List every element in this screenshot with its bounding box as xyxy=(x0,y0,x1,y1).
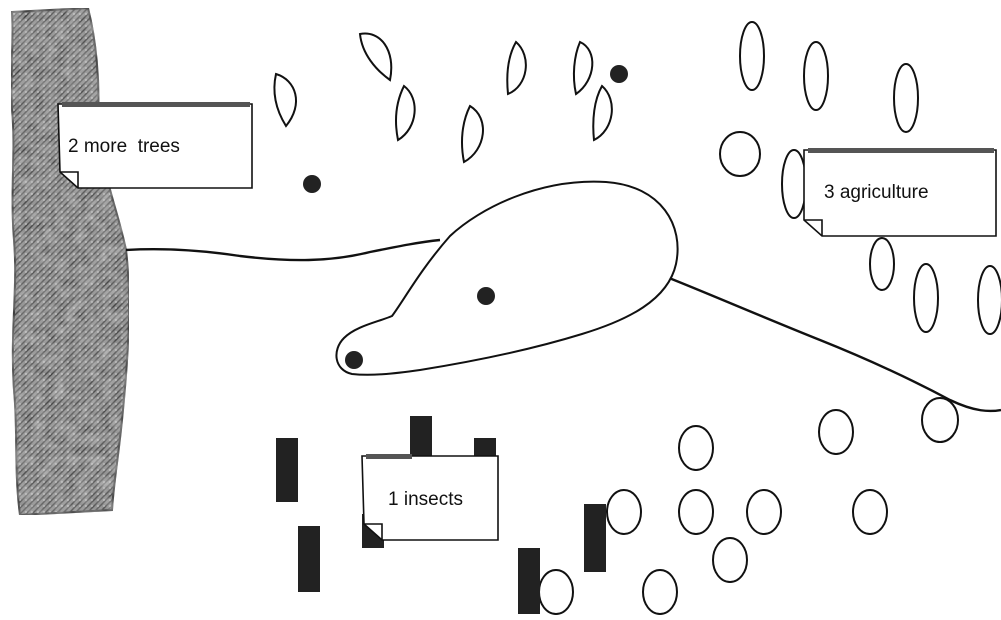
note-trees: 2 more trees xyxy=(58,102,252,188)
circle-marker xyxy=(747,490,781,534)
note-label-agriculture: 3 agriculture xyxy=(824,182,929,203)
leaf-icon xyxy=(360,33,391,80)
crop-oval xyxy=(870,238,894,290)
note-label-trees: 2 more trees xyxy=(68,136,180,157)
circle-marker xyxy=(679,490,713,534)
point-marker xyxy=(610,65,628,83)
crop-oval xyxy=(914,264,938,332)
note-label-insects: 1 insects xyxy=(388,489,463,510)
stream-line-right xyxy=(664,276,1001,411)
dark-bar xyxy=(276,438,298,502)
circle-marker xyxy=(643,570,677,614)
dark-bar xyxy=(518,548,540,614)
stream-line xyxy=(126,240,440,260)
crop-oval xyxy=(894,64,918,132)
tree-trunk xyxy=(11,8,129,515)
point-marker xyxy=(477,287,495,305)
leaf-icon xyxy=(462,106,483,162)
crop-oval xyxy=(782,150,806,218)
note-insects: 1 insects xyxy=(362,454,498,540)
point-marker xyxy=(345,351,363,369)
dark-bar xyxy=(298,526,320,592)
crop-oval xyxy=(804,42,828,110)
circle-marker xyxy=(679,426,713,470)
circle-marker xyxy=(819,410,853,454)
circle-marker xyxy=(853,490,887,534)
leaf-icon xyxy=(396,86,415,140)
circle-marker xyxy=(713,538,747,582)
leaf-icon xyxy=(507,42,526,94)
point-marker xyxy=(303,175,321,193)
circle-marker xyxy=(922,398,958,442)
dark-bar xyxy=(584,504,606,572)
leaf-icon xyxy=(593,86,612,140)
crop-oval xyxy=(740,22,764,90)
circle-marker xyxy=(607,490,641,534)
crop-oval xyxy=(978,266,1001,334)
note-agriculture: 3 agriculture xyxy=(804,148,996,236)
leaf-icon xyxy=(574,42,592,94)
crop-oval xyxy=(720,132,760,176)
leaf-icon xyxy=(274,74,296,126)
pond-shape xyxy=(336,182,677,375)
leaf-group xyxy=(274,33,611,162)
circle-marker xyxy=(539,570,573,614)
